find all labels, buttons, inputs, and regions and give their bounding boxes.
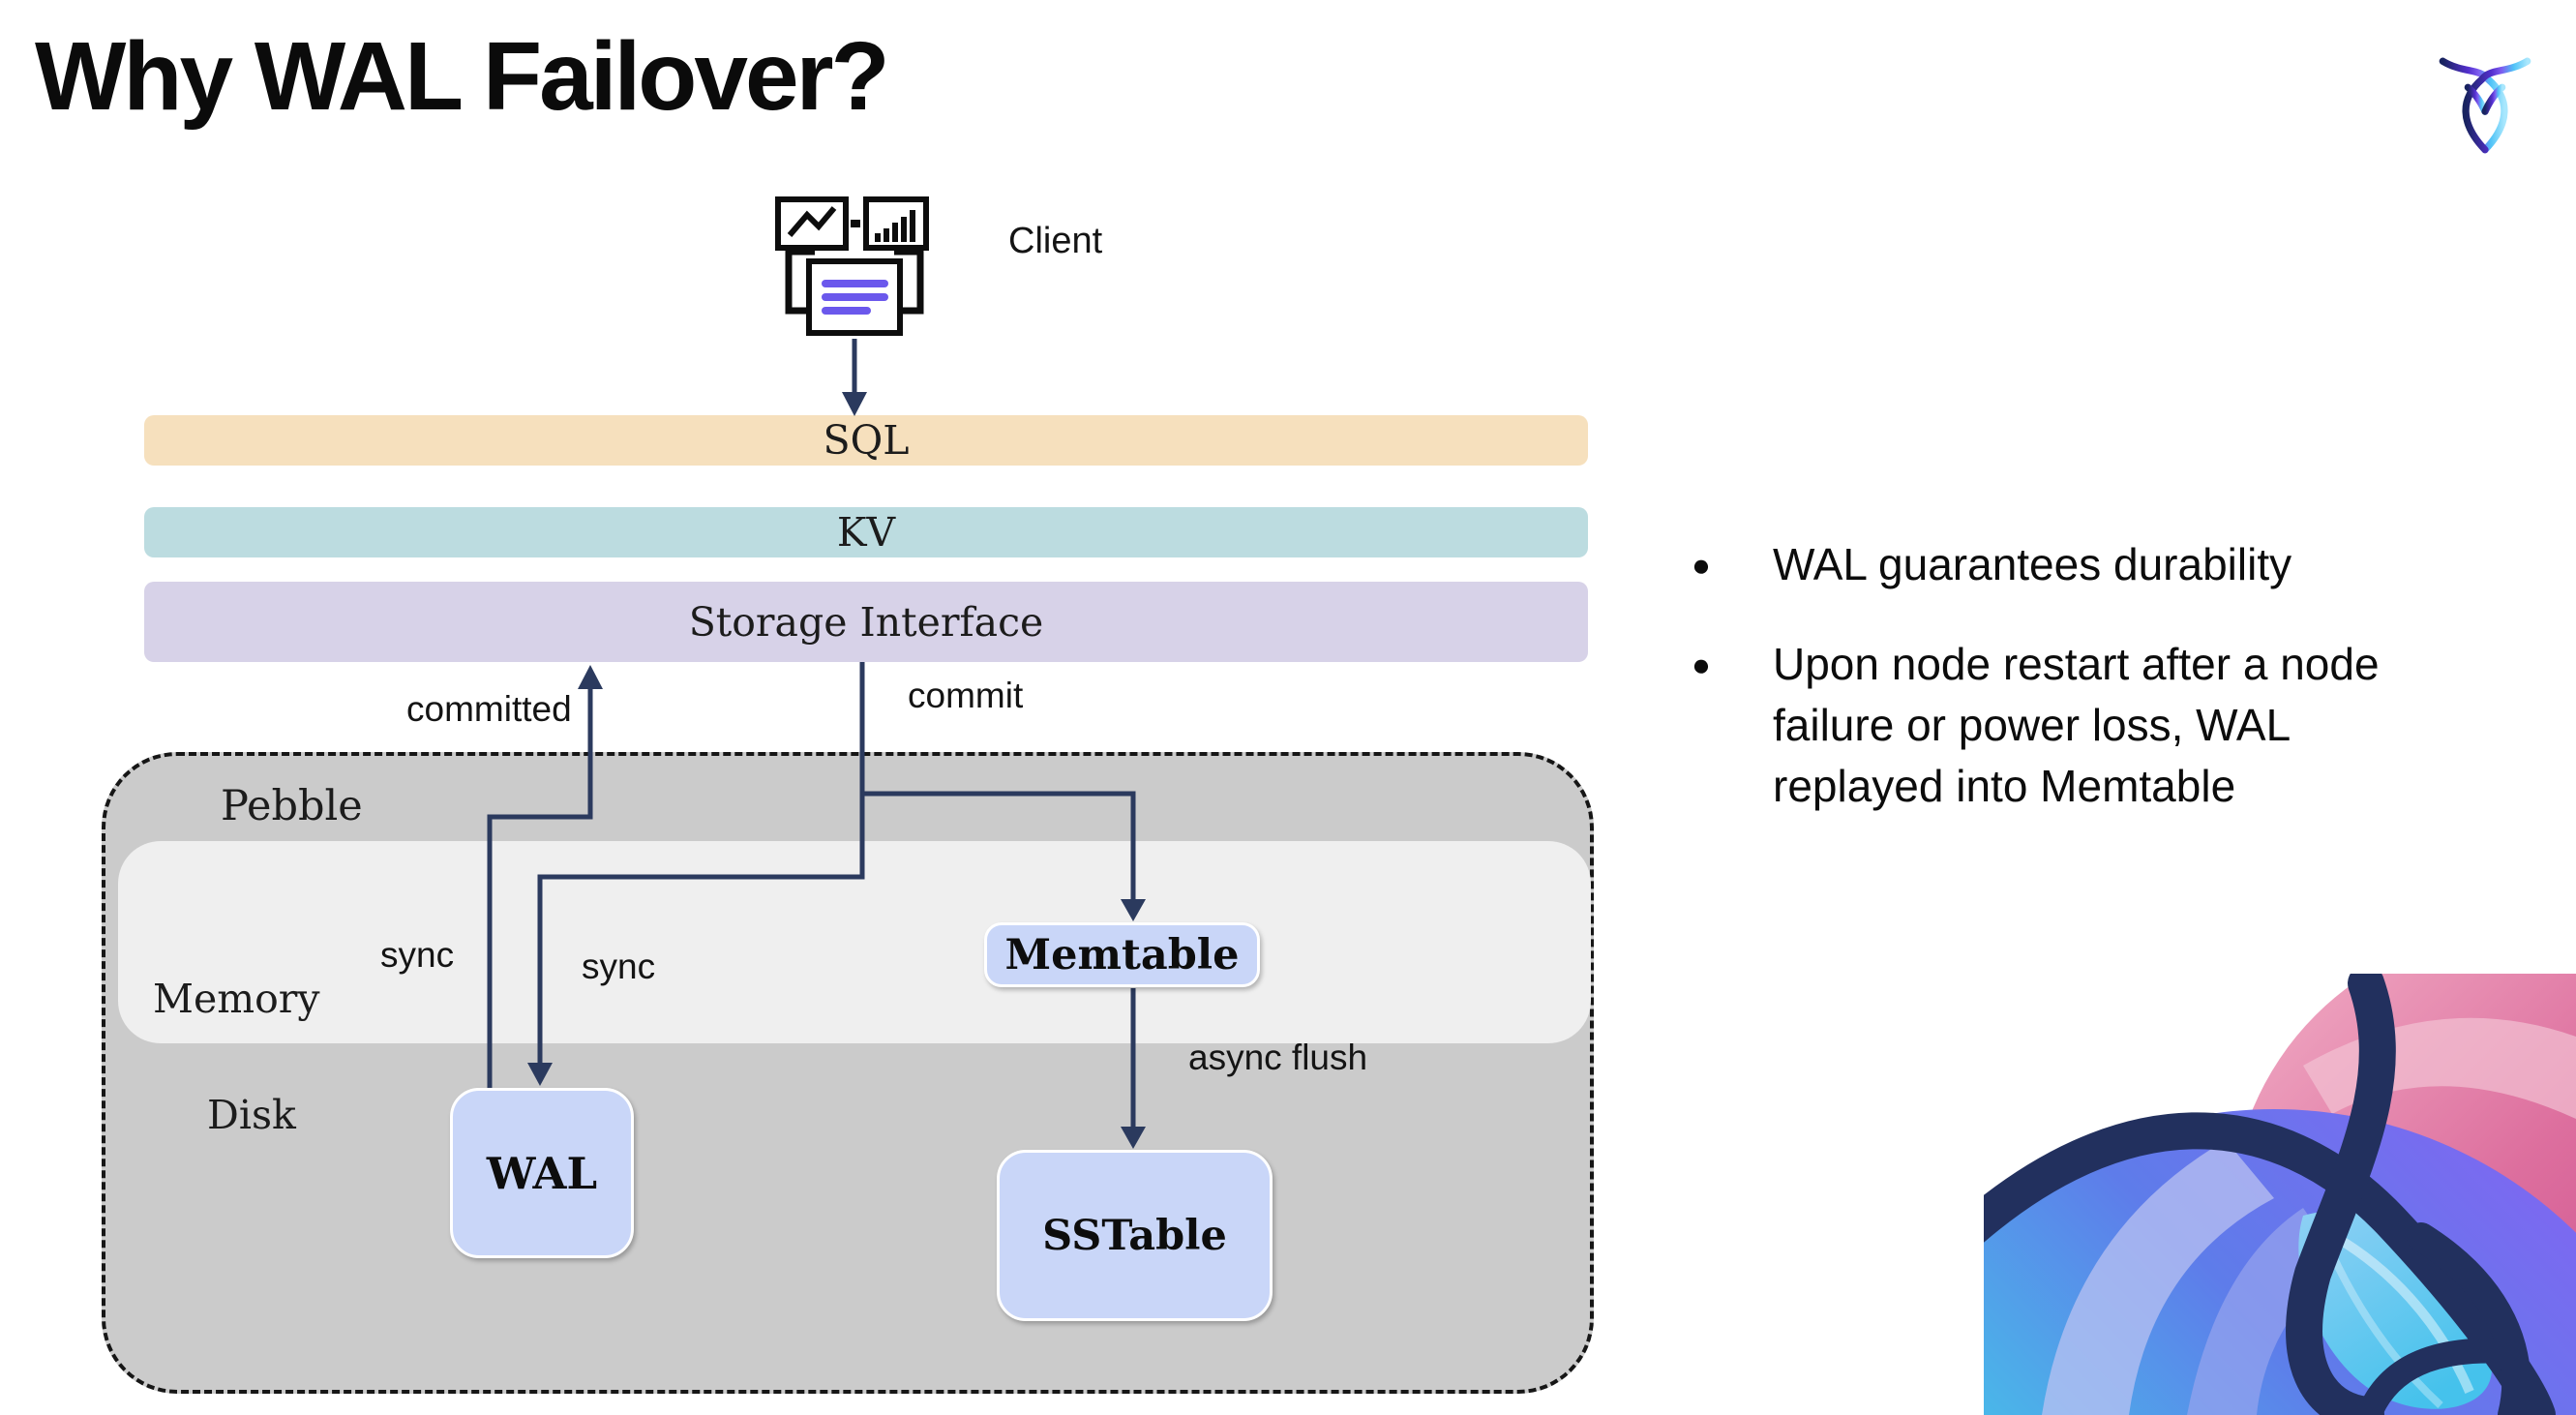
layer-bar-sql: SQL bbox=[144, 415, 1588, 466]
node-wal-label: WAL bbox=[486, 1147, 598, 1199]
bullet-text: Upon node restart after a node failure o… bbox=[1773, 639, 2380, 811]
pebble-label: Pebble bbox=[221, 782, 363, 830]
edge-label-commit: commit bbox=[908, 676, 1024, 715]
layer-bar-storage-label: Storage Interface bbox=[688, 598, 1044, 646]
edge-label-async-flush: async flush bbox=[1188, 1038, 1368, 1077]
layer-bar-kv-label: KV bbox=[836, 509, 896, 556]
cockroachdb-brand-art-graphic bbox=[1984, 974, 2576, 1415]
node-memtable-label: Memtable bbox=[1004, 930, 1240, 979]
bullet-text: WAL guarantees durability bbox=[1773, 539, 2292, 589]
node-sstable: SSTable bbox=[997, 1150, 1273, 1321]
arrowhead-into-sql bbox=[842, 392, 867, 416]
node-sstable-label: SSTable bbox=[1042, 1211, 1227, 1260]
bullet-list: ● WAL guarantees durability ● Upon node … bbox=[1692, 534, 2485, 856]
edge-label-committed: committed bbox=[406, 689, 572, 729]
edge-label-sync-right: sync bbox=[582, 947, 656, 986]
emblem-bands bbox=[1984, 974, 2556, 1415]
arrowhead-committed-up bbox=[578, 665, 603, 689]
layer-bar-storage-interface: Storage Interface bbox=[144, 582, 1588, 662]
bullet-item: ● WAL guarantees durability bbox=[1692, 534, 2485, 595]
layer-bar-sql-label: SQL bbox=[823, 417, 910, 464]
bullet-dot-icon: ● bbox=[1692, 647, 1711, 682]
edge-label-sync-left: sync bbox=[380, 935, 455, 975]
bullet-dot-icon: ● bbox=[1692, 547, 1711, 583]
node-memtable: Memtable bbox=[984, 922, 1260, 987]
memory-label: Memory bbox=[153, 976, 320, 1022]
node-wal: WAL bbox=[450, 1088, 634, 1258]
disk-label: Disk bbox=[207, 1092, 296, 1138]
page-title: Why WAL Failover? bbox=[35, 22, 890, 131]
bullet-item: ● Upon node restart after a node failure… bbox=[1692, 634, 2485, 817]
cockroachdb-logo-icon bbox=[2439, 57, 2531, 154]
document-lines-glyph bbox=[822, 280, 888, 315]
layer-bar-kv: KV bbox=[144, 507, 1588, 557]
bar-chart-glyph bbox=[875, 210, 915, 242]
client-label: Client bbox=[1008, 221, 1103, 261]
client-icon bbox=[775, 196, 929, 336]
memory-region bbox=[118, 841, 1591, 1043]
